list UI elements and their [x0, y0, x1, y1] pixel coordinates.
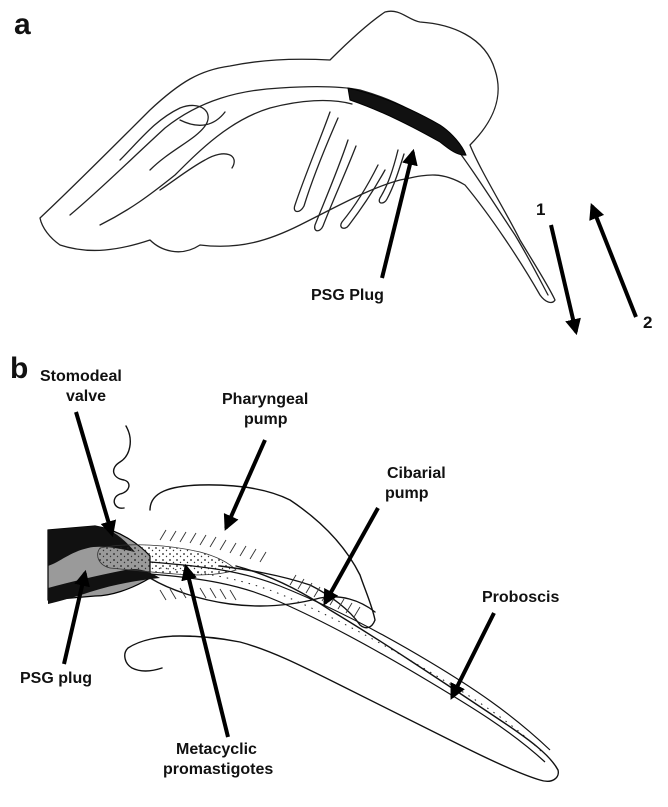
pharyngeal-pump-arrow	[226, 440, 265, 528]
proboscis-arrow	[452, 613, 494, 697]
appendage-4	[379, 150, 404, 203]
direction-2-label: 2	[643, 313, 652, 332]
panel-b: b	[10, 352, 559, 781]
cibarial-pump-arrow	[325, 508, 378, 603]
direction-1-label: 1	[536, 200, 545, 219]
pharyngeal-pump-label-line2: pump	[244, 411, 288, 428]
metacyclic-label-line1: Metacyclic	[176, 741, 257, 758]
psg-plug-band	[348, 88, 466, 155]
stomodeal-valve-label-line1: Stomodeal	[40, 368, 122, 385]
appendage-2	[315, 140, 356, 231]
stomodeal-valve-arrow	[76, 412, 112, 534]
pharyngeal-pump-label-line1: Pharyngeal	[222, 391, 308, 408]
direction-arrow-1	[551, 225, 576, 332]
appendage-1	[294, 112, 338, 212]
appendage-3	[341, 165, 385, 228]
foregut-outline	[40, 11, 555, 302]
proboscis-label: Proboscis	[482, 589, 559, 606]
direction-arrow-2	[592, 206, 636, 317]
gut-folds	[120, 105, 234, 190]
cibarial-pump-label-line2: pump	[385, 485, 429, 502]
panel-b-letter: b	[10, 352, 28, 385]
panel-a: a PSG Plug 1 2	[14, 8, 652, 332]
panel-a-letter: a	[14, 8, 31, 41]
cibarial-pump-label-line1: Cibarial	[387, 465, 446, 482]
psg-plug-label: PSG Plug	[311, 287, 384, 304]
stomodeal-valve-label-line2: valve	[66, 388, 106, 405]
metacyclic-label-line2: promastigotes	[163, 761, 273, 778]
neck-curl	[114, 426, 131, 508]
psg-plug-arrow	[382, 152, 413, 278]
psg-plug-label-b: PSG plug	[20, 670, 92, 687]
